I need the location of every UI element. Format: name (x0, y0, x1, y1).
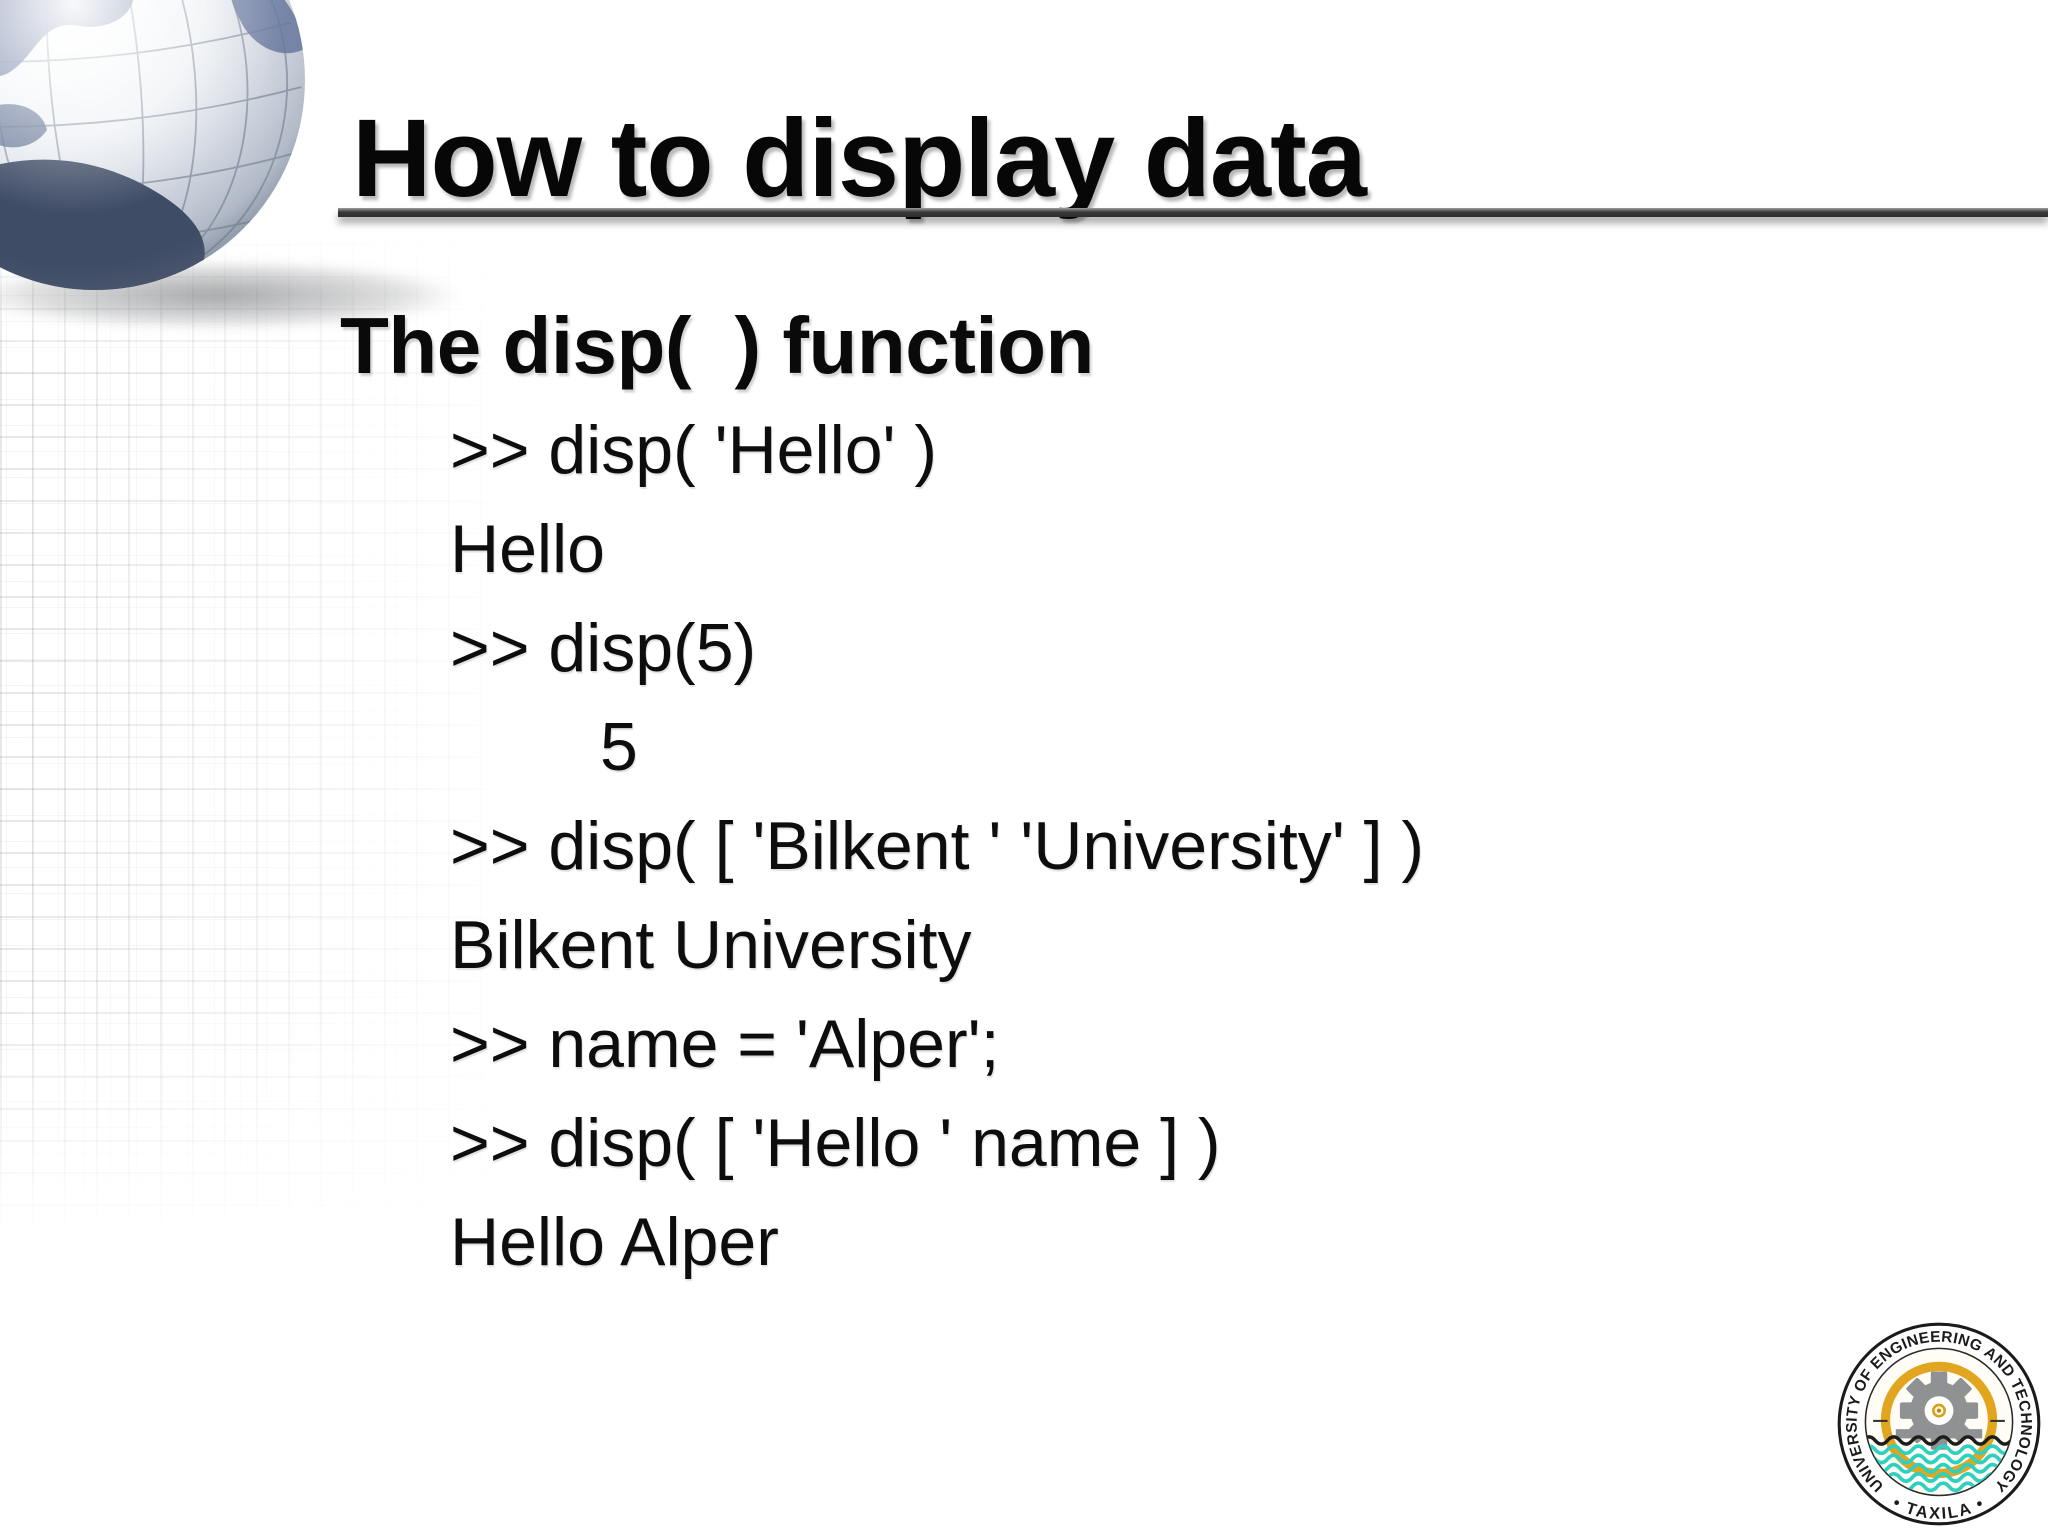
code-line: >> disp( [ 'Bilkent ' 'University' ] ) (450, 808, 1425, 884)
university-logo: UNIVERSITY OF ENGINEERING AND TECHNOLOGY… (1837, 1322, 2041, 1526)
globe-icon (0, 0, 305, 290)
code-line: 5 (600, 709, 638, 785)
slide-title: How to display data (352, 97, 1367, 220)
code-line: >> disp(5) (450, 610, 757, 686)
title-rule (338, 208, 2048, 217)
code-line: Hello (450, 511, 605, 587)
code-line: Bilkent University (450, 907, 972, 983)
code-line: Hello Alper (450, 1204, 779, 1280)
code-line: >> name = 'Alper'; (450, 1006, 1000, 1082)
code-lines: >> disp( 'Hello' ) Hello >> disp(5) 5 >> dis… (450, 401, 1424, 1292)
code-line: >> disp( 'Hello' ) (450, 412, 938, 488)
grid-texture-fade (0, 238, 540, 1238)
section-heading: The disp( ) function (340, 301, 1094, 390)
code-line: >> disp( [ 'Hello ' name ] ) (450, 1105, 1221, 1181)
